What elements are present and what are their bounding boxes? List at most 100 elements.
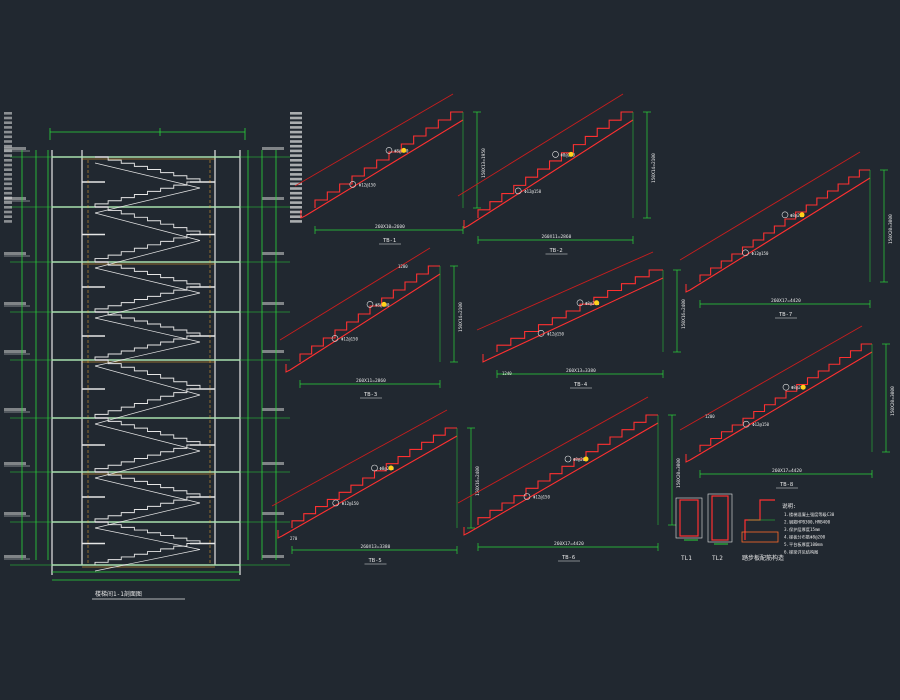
- run-dimension-text: 260X13=3380: [566, 368, 596, 374]
- rebar-tag-circle: [564, 455, 572, 463]
- flight-title: TB-6: [562, 555, 575, 561]
- stair-flight: [95, 261, 201, 287]
- label-row: [4, 201, 12, 204]
- level-text-block: [262, 512, 284, 515]
- slab-end: [285, 364, 291, 373]
- rise-dimension-text: 150X20=3000: [890, 386, 896, 416]
- top-rebar: [679, 325, 863, 431]
- rebar-tag-circle: [537, 329, 545, 337]
- stair-flight: [95, 359, 201, 389]
- flight-slab: [94, 187, 201, 214]
- rebar-label: Φ8@200: [573, 457, 588, 462]
- label-row: [290, 201, 302, 204]
- rebar-tag-circle: [366, 301, 374, 308]
- label-row: [4, 159, 12, 162]
- slab-soffit: [289, 273, 441, 371]
- slab-soffit: [467, 119, 634, 227]
- label-row: [290, 210, 302, 214]
- stair-flight: [94, 543, 200, 565]
- label-row: [4, 220, 12, 223]
- step-node-detail: 踏步板配筋构造: [741, 499, 784, 562]
- step-outline: [699, 169, 870, 282]
- stair-flight: [94, 181, 200, 207]
- label-row: [290, 159, 302, 162]
- note-line: 1.楼梯混凝土强度等级C30: [784, 511, 835, 518]
- joint-marker: [388, 465, 394, 471]
- slab-end: [463, 527, 469, 536]
- label-row: [290, 121, 302, 124]
- note-line: 3.保护层厚度15mm: [784, 526, 821, 533]
- step-outline: [477, 111, 633, 218]
- label-row: [290, 130, 302, 134]
- flight-slab: [94, 394, 201, 425]
- flight-slab: [94, 549, 201, 572]
- notes-title: 说明:: [782, 502, 796, 510]
- run-dimension-text: 260X17=4420: [772, 468, 802, 474]
- flight-title: TB-8: [780, 482, 793, 488]
- rebar-tag-circle: [742, 249, 749, 257]
- label-row: [290, 140, 302, 143]
- landing-dimension-text: 270: [290, 536, 298, 541]
- elevation-label-block: [4, 112, 302, 223]
- stair-flight: [95, 521, 201, 544]
- slab-soffit: [689, 351, 873, 461]
- stair-flight: [94, 335, 200, 360]
- slab-end: [685, 284, 691, 293]
- landing-dimension-text: 1200: [705, 414, 715, 419]
- flight-slab: [94, 477, 201, 504]
- rebar-tag-circle: [514, 187, 522, 195]
- label-row: [290, 149, 302, 153]
- level-text-block: [4, 462, 26, 465]
- label-row: [4, 163, 12, 167]
- level-text-block: [262, 252, 284, 255]
- label-row: [290, 135, 302, 139]
- level-text-block: [4, 408, 26, 411]
- flight-slab: [94, 212, 201, 241]
- left-level-labels: [4, 147, 284, 560]
- beam-sections: TL1 TL2 踏步板配筋构造: [675, 493, 784, 562]
- label-row: [4, 116, 12, 120]
- rebar-tag-circle: [782, 383, 790, 391]
- note-line: 2.钢筋HPB300,HRB400: [784, 519, 831, 526]
- joint-marker: [799, 212, 805, 218]
- rebar-label: Φ8@200: [790, 213, 805, 218]
- rise-dimension-text: 150X16=2400: [475, 466, 481, 496]
- rebar-label: Φ12@150: [359, 182, 376, 187]
- label-row: [290, 112, 302, 115]
- level-text-block: [262, 350, 284, 353]
- top-rebar: [279, 247, 431, 341]
- top-rebar: [679, 151, 861, 261]
- label-row: [4, 130, 12, 134]
- run-dimension-text: 260X13=3380: [361, 544, 391, 550]
- beam-label: TL2: [712, 555, 723, 562]
- flight-slab: [94, 292, 201, 319]
- label-row: [290, 177, 302, 181]
- label-row: [290, 116, 302, 120]
- flight-slab: [94, 502, 201, 529]
- rise-dimension-text: 150X14=2100: [651, 153, 657, 183]
- stair-flight: [95, 417, 201, 445]
- level-text-block: [4, 302, 26, 305]
- joint-marker: [381, 301, 387, 307]
- rebar-tag-circle: [349, 181, 357, 188]
- label-row: [4, 168, 12, 171]
- label-row: [290, 215, 302, 218]
- label-row: [290, 168, 302, 171]
- flight-title: TB-1: [383, 238, 396, 244]
- rebar-tag-circle: [331, 335, 339, 342]
- level-text-block: [262, 555, 284, 558]
- rebar-tag-circle: [742, 420, 750, 428]
- beam-tl1: TL1: [675, 497, 703, 562]
- label-row: [4, 215, 12, 218]
- level-text-block: [262, 408, 284, 411]
- notes: 说明: 1.楼梯混凝土强度等级C302.钢筋HPB300,HRB4003.保护层…: [782, 502, 835, 556]
- level-text-block: [4, 350, 26, 353]
- label-row: [4, 177, 12, 181]
- level-text-block: [4, 512, 26, 515]
- label-row: [4, 126, 12, 129]
- top-rebar: [457, 93, 624, 197]
